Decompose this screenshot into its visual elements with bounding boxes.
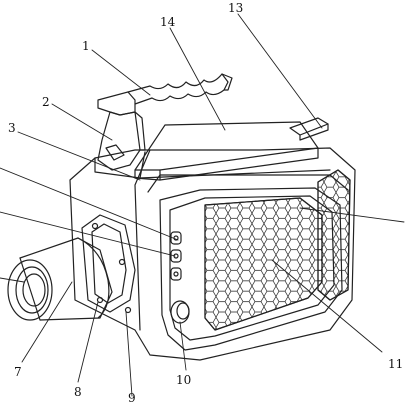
- handle-support: [97, 111, 146, 171]
- callout-14: 14: [160, 15, 176, 29]
- side-rail: [289, 117, 329, 141]
- callout-10: 10: [176, 373, 191, 387]
- callout-13: 13: [228, 1, 243, 15]
- callout-8: 8: [74, 385, 82, 399]
- handle: [97, 73, 233, 116]
- callout-1: 1: [82, 39, 90, 53]
- callout-2: 2: [42, 95, 50, 109]
- callout-labels: 1 2 3 7 8 9 10 11 13 14: [8, 1, 403, 405]
- callout-9: 9: [128, 391, 136, 405]
- callout-7: 7: [14, 365, 22, 379]
- control-knob: [170, 300, 190, 324]
- leader-lines: [0, 13, 405, 397]
- lens-mount: [81, 214, 136, 314]
- honeycomb-grille: [204, 169, 351, 331]
- lens-barrel: [7, 237, 113, 321]
- callout-3: 3: [8, 121, 16, 135]
- callout-11: 11: [388, 357, 403, 371]
